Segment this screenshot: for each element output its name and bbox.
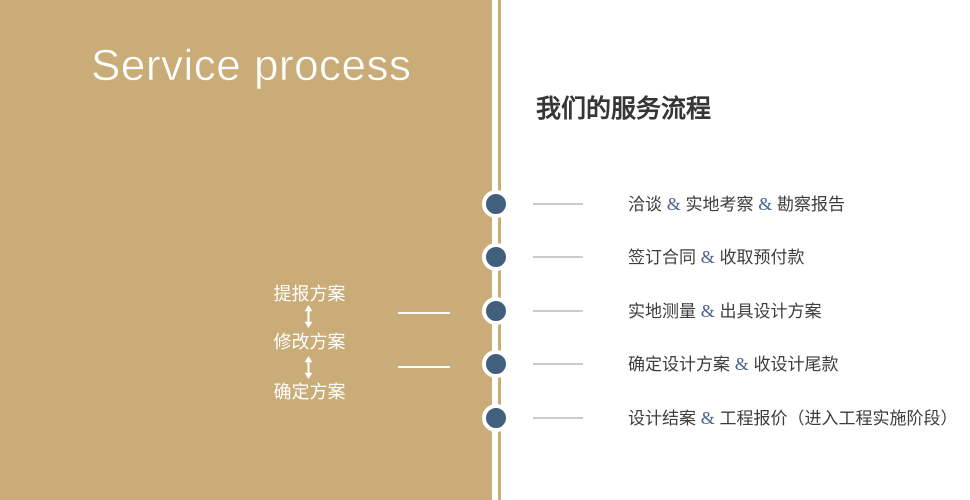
process-step-label: 洽谈 & 实地考察 & 勘察报告: [628, 193, 845, 214]
double-arrow-icon: [304, 356, 313, 379]
step-tick-line: [533, 309, 583, 312]
process-step-label: 设计结案 & 工程报价（进入工程实施阶段）: [628, 407, 958, 428]
double-arrow-icon: [304, 305, 313, 328]
process-step-label: 签订合同 & 收取预付款: [628, 247, 805, 267]
step-tick-line: [533, 416, 583, 419]
timeline-dot: [481, 243, 510, 271]
timeline-dot: [481, 350, 510, 378]
revision-step-confirm: 确定方案: [273, 382, 346, 402]
left-gold-panel: Service process 提报方案 修改方案 确定方案: [0, 0, 492, 500]
process-step-label: 确定设计方案 & 收设计尾款: [628, 354, 839, 374]
step-tick-line: [533, 256, 583, 258]
timeline-dot: [481, 403, 510, 432]
timeline-dot: [481, 189, 510, 218]
step-tick-line: [533, 202, 583, 205]
connector-line: [398, 312, 450, 314]
revision-step-modify: 修改方案: [273, 332, 346, 352]
slide-title-english: Service process: [91, 41, 412, 91]
revision-step-submit: 提报方案: [273, 284, 346, 304]
section-heading-chinese: 我们的服务流程: [536, 95, 712, 123]
timeline-dot: [481, 296, 510, 325]
process-step-label: 实地测量 & 出具设计方案: [628, 300, 822, 321]
connector-line: [398, 366, 450, 368]
step-tick-line: [533, 363, 583, 365]
